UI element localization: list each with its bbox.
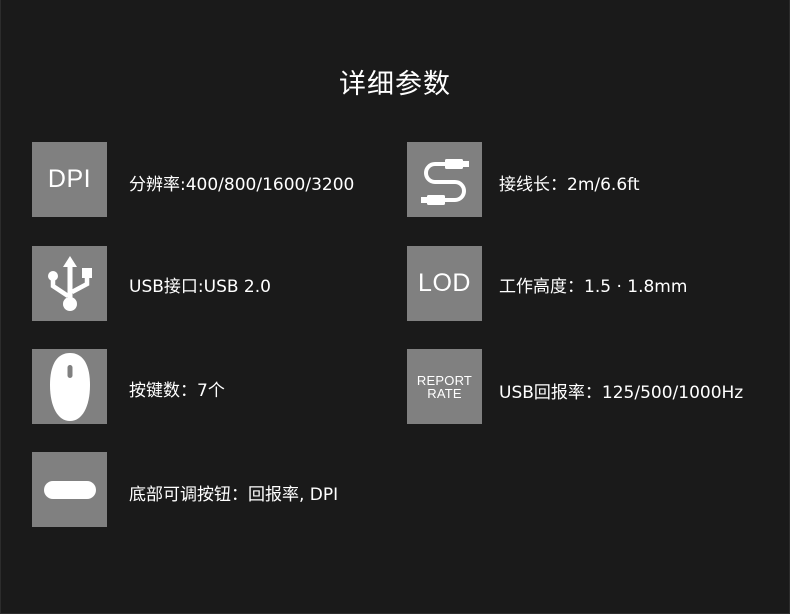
usb-cable-icon	[420, 158, 469, 205]
mouse-icon	[49, 352, 90, 421]
lod-tile: LOD	[407, 246, 482, 321]
dpi-text-icon: DPI	[47, 165, 92, 193]
report-rate-tile: REPORT RATE	[407, 349, 482, 424]
page-title: 详细参数	[339, 69, 451, 100]
spec-lod: 工作高度：1.5 · 1.8mm	[499, 277, 688, 297]
cable-tile	[407, 142, 482, 217]
usb-symbol-icon	[47, 255, 92, 311]
spec-dpi: 分辨率:400/800/1600/3200	[129, 175, 355, 195]
spec-cable: 接线长：2m/6.6ft	[499, 175, 640, 195]
spec-bottom-button: 底部可调按钮：回报率, DPI	[129, 485, 339, 505]
spec-report-rate: USB回报率：125/500/1000Hz	[499, 383, 744, 403]
dpi-tile: DPI	[32, 142, 107, 217]
report-rate-text-icon: REPORT RATE	[417, 374, 472, 400]
report-rate-line1: REPORT	[416, 372, 473, 388]
spec-usb: USB接口:USB 2.0	[129, 277, 271, 297]
bottom-button-tile	[32, 452, 107, 527]
mouse-tile	[32, 349, 107, 424]
lod-text-icon: LOD	[418, 269, 471, 297]
report-rate-line2: RATE	[427, 385, 462, 401]
usb-tile	[32, 246, 107, 321]
spec-buttons: 按键数：7个	[129, 381, 225, 401]
bottom-button-icon	[43, 480, 96, 499]
